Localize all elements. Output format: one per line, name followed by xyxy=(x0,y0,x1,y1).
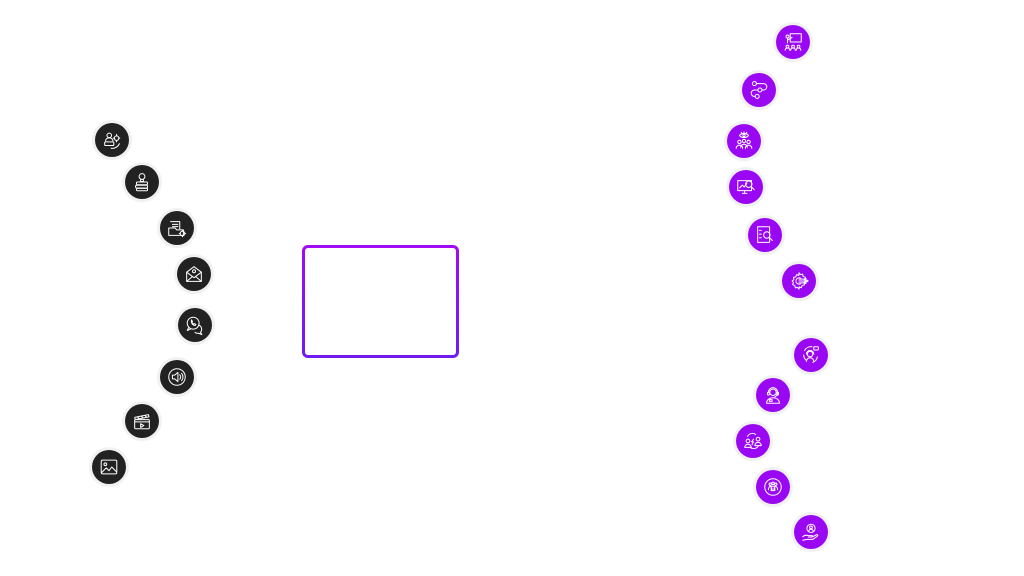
gear-workflow-icon xyxy=(750,81,768,99)
video-clapperboard-icon xyxy=(134,414,150,430)
user-exchange-icon xyxy=(744,432,762,450)
headset-agent-icon xyxy=(766,387,780,404)
left-node-crm[interactable] xyxy=(95,123,129,157)
idea-books-icon xyxy=(135,173,149,192)
right-node-eye-team[interactable] xyxy=(727,124,761,158)
right-node-user-exchange[interactable] xyxy=(736,424,770,458)
speaker-volume-icon xyxy=(168,368,186,386)
right-node-workflow[interactable] xyxy=(742,73,776,107)
center-frame xyxy=(302,245,459,358)
crm-user-gear-icon xyxy=(104,132,121,149)
hand-user-care-icon xyxy=(802,523,819,541)
right-node-hand-care[interactable] xyxy=(794,515,828,549)
left-node-speaker[interactable] xyxy=(160,360,194,394)
email-envelope-icon xyxy=(186,266,202,282)
image-picture-icon xyxy=(100,459,118,475)
gear-circuit-ai-icon xyxy=(791,272,809,290)
left-node-video[interactable] xyxy=(125,404,159,438)
phone-chat-bubbles-icon xyxy=(186,316,203,336)
left-node-image[interactable] xyxy=(92,450,126,484)
document-magnify-icon xyxy=(757,226,773,243)
right-node-ai-gear[interactable] xyxy=(782,264,816,298)
left-node-email[interactable] xyxy=(177,257,211,291)
right-node-doc-search[interactable] xyxy=(748,218,782,252)
left-node-phone-chat[interactable] xyxy=(178,308,212,342)
right-node-team-cycle[interactable] xyxy=(756,470,790,504)
support-agent-cycle-icon xyxy=(803,346,819,363)
right-node-support-cycle[interactable] xyxy=(794,338,828,372)
eye-team-icon xyxy=(735,131,753,149)
team-cycle-icon xyxy=(764,478,782,496)
right-node-headset-agent[interactable] xyxy=(756,378,790,412)
presentation-training-icon xyxy=(784,33,802,51)
right-node-analytics[interactable] xyxy=(729,170,763,204)
document-folder-gear-icon xyxy=(168,221,187,238)
left-node-document-gear[interactable] xyxy=(160,211,194,245)
monitor-search-analytics-icon xyxy=(737,180,755,194)
right-node-presentation[interactable] xyxy=(776,25,810,59)
left-node-idea[interactable] xyxy=(125,165,159,199)
